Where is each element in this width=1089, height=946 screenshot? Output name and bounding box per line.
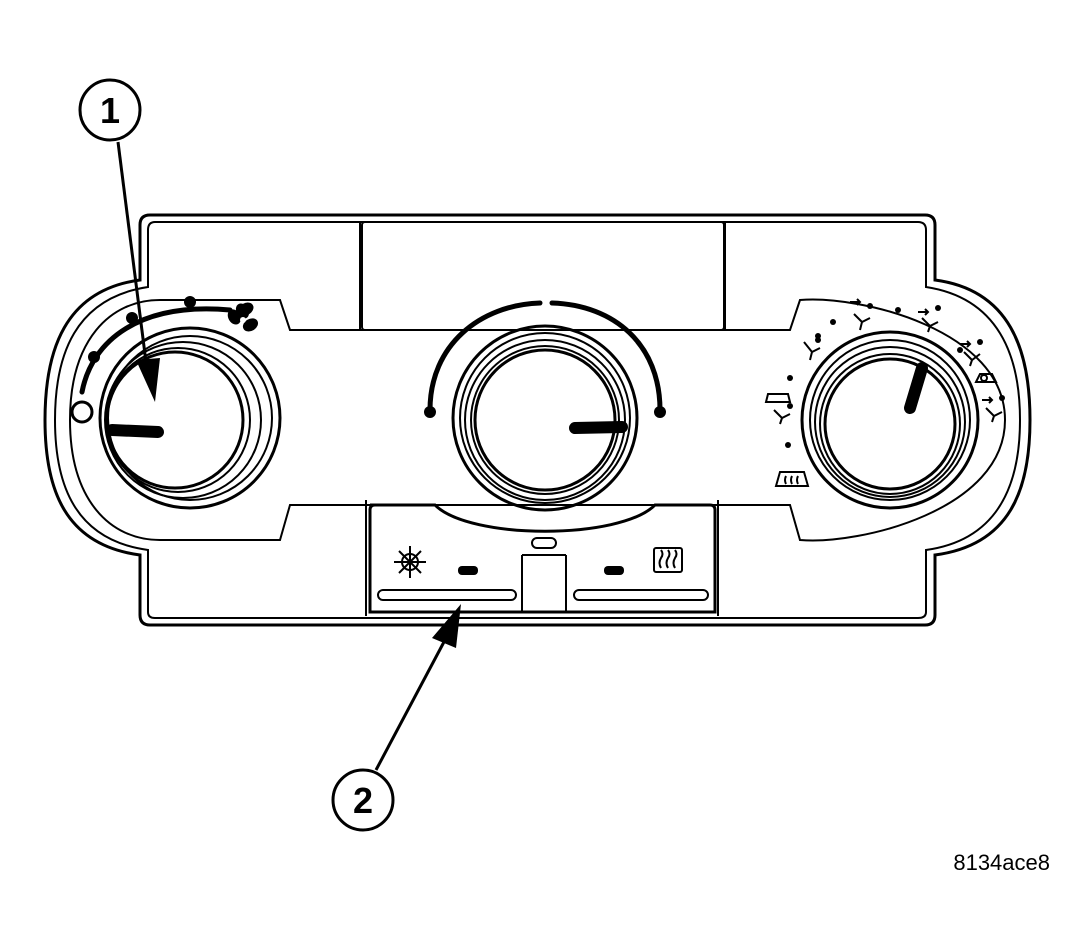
- ac-button[interactable]: [377, 566, 517, 601]
- recirc-mode-icon: [974, 373, 998, 383]
- temperature-knob[interactable]: [451, 324, 639, 512]
- callout-1-label: 1: [100, 90, 120, 131]
- defrost-floor-mode-icon: [982, 395, 1005, 423]
- mode-knob-pointer: [904, 362, 928, 414]
- display-window: [361, 221, 725, 331]
- defrost-mix-mode-icon: [764, 393, 793, 425]
- off-circle-icon: [70, 400, 94, 424]
- mix-mode-icon: [960, 339, 983, 367]
- mode-knob[interactable]: [800, 330, 980, 510]
- temperature-knob-pointer: [569, 421, 628, 434]
- control-panel-housing: [43, 213, 1032, 627]
- figure-code: 8134ace8: [953, 850, 1050, 875]
- mode-scale: [785, 307, 963, 448]
- callout-1-leader: [116, 141, 149, 371]
- blower-knob-pointer: [106, 424, 164, 438]
- floor-mode-icon: [918, 305, 941, 333]
- bi-level-mode-icon: [850, 298, 873, 331]
- button-module: [365, 500, 719, 616]
- callout-1: 1: [78, 78, 160, 402]
- callout-2-leader: [374, 639, 447, 771]
- fan-icon: [227, 302, 259, 332]
- blower-speed-scale: [79, 296, 233, 395]
- callout-2-label: 2: [353, 780, 373, 821]
- snowflake-icon: [394, 546, 426, 578]
- defrost-mode-icon: [774, 471, 810, 487]
- rear-defrost-button[interactable]: [573, 566, 709, 601]
- callout-1-arrowhead: [136, 358, 160, 402]
- blower-speed-knob[interactable]: [98, 326, 282, 510]
- panel-mode-icon: [803, 337, 821, 361]
- rear-defrost-icon: [653, 547, 683, 573]
- callout-2-arrowhead: [432, 604, 461, 648]
- callout-2: 2: [331, 604, 461, 832]
- temperature-scale: [424, 300, 666, 418]
